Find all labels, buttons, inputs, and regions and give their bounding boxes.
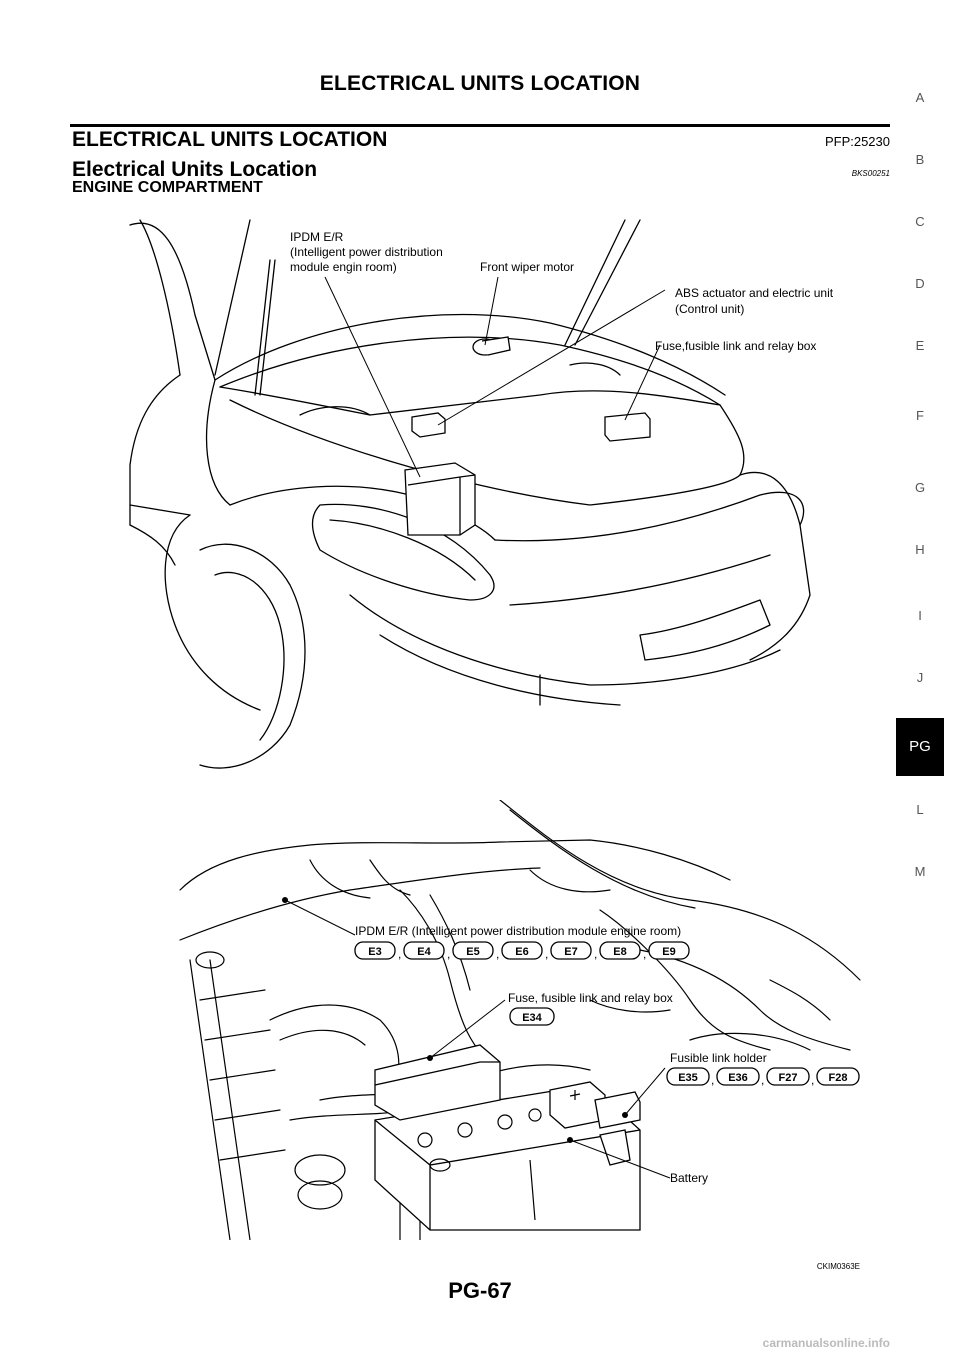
svg-text:,: ,: [447, 947, 450, 961]
svg-text:E7: E7: [564, 946, 577, 958]
svg-text:E3: E3: [368, 946, 381, 958]
svg-text:,: ,: [545, 947, 548, 961]
connector-e3: E3: [354, 941, 396, 960]
connector-e35: E35: [666, 1067, 710, 1086]
index-tab-g[interactable]: G: [914, 480, 926, 495]
svg-text:F28: F28: [829, 1072, 848, 1084]
svg-text:,: ,: [811, 1073, 814, 1087]
svg-text:,: ,: [496, 947, 499, 961]
connector-e6: E6: [501, 941, 543, 960]
section-title: ELECTRICAL UNITS LOCATION: [72, 128, 388, 151]
bks-code: BKS00251: [851, 169, 890, 178]
svg-text:E35: E35: [678, 1072, 698, 1084]
label-front-wiper-motor: Front wiper motor: [480, 260, 574, 274]
label-battery: Battery: [670, 1171, 708, 1185]
label-fusible-link-holder: Fusible link holder: [670, 1051, 767, 1065]
figure-code: CKIM0363E: [816, 1262, 860, 1271]
index-tab-d[interactable]: D: [915, 276, 925, 291]
connector-e36: E36: [716, 1067, 760, 1086]
label-fuse-fusible-link-relay-box: Fuse, fusible link and relay box: [508, 991, 673, 1005]
label-ipdm-line1: IPDM E/R: [290, 230, 344, 244]
svg-text:,: ,: [594, 947, 597, 961]
index-tab-m[interactable]: M: [914, 864, 926, 879]
index-tab-c[interactable]: C: [915, 214, 925, 229]
header-rule: [70, 124, 890, 127]
svg-text:,: ,: [711, 1073, 714, 1087]
index-tab-j[interactable]: J: [916, 670, 924, 685]
pfp-code: PFP:25230: [824, 134, 890, 149]
connector-e5: E5: [452, 941, 494, 960]
svg-text:E6: E6: [515, 946, 528, 958]
svg-text:E9: E9: [662, 946, 675, 958]
index-tab-f[interactable]: F: [916, 408, 924, 423]
label-fuse-relay-box: Fuse,fusible link and relay box: [655, 339, 816, 353]
subsection-title: Electrical Units Location: [72, 158, 318, 181]
svg-text:,: ,: [643, 947, 646, 961]
connector-e34: E34: [509, 1007, 555, 1026]
svg-text:E4: E4: [417, 946, 431, 958]
page-number: PG-67: [448, 1278, 512, 1303]
svg-text:E5: E5: [466, 946, 479, 958]
index-tab-h[interactable]: H: [915, 542, 925, 557]
label-abs-line2: (Control unit): [675, 302, 744, 316]
svg-text:E34: E34: [522, 1012, 542, 1024]
index-tab-l[interactable]: L: [916, 802, 924, 817]
label-ipdm-line2: (Intelligent power distribution: [290, 245, 443, 259]
index-tab-e[interactable]: E: [915, 338, 925, 353]
connector-f28: F28: [816, 1067, 860, 1086]
running-header: ELECTRICAL UNITS LOCATION: [319, 72, 641, 95]
connector-e9: E9: [648, 941, 690, 960]
car-front-illustration: IPDM E/R (Intelligent power distribution…: [129, 219, 834, 769]
index-tab-i[interactable]: I: [918, 608, 922, 623]
index-tab-a[interactable]: A: [915, 90, 925, 105]
engine-bay-illustration: IPDM E/R (Intelligent power distribution…: [179, 800, 861, 1240]
compartment-label: ENGINE COMPARTMENT: [72, 179, 263, 196]
connector-e8: E8: [599, 941, 641, 960]
svg-text:E8: E8: [613, 946, 626, 958]
svg-text:,: ,: [398, 947, 401, 961]
index-tab-pg[interactable]: PG: [896, 718, 944, 776]
index-tab-b[interactable]: B: [915, 152, 925, 167]
watermark: carmanualsonline.info: [762, 1336, 890, 1350]
label-ipdm-line3: module engin room): [290, 260, 397, 274]
label-ipdm-er-engine-room: IPDM E/R (Intelligent power distribution…: [355, 924, 681, 938]
connector-e4: E4: [403, 941, 445, 960]
svg-text:E36: E36: [728, 1072, 748, 1084]
connector-f27: F27: [766, 1067, 810, 1086]
connector-e7: E7: [550, 941, 592, 960]
svg-text:,: ,: [761, 1073, 764, 1087]
label-abs-line1: ABS actuator and electric unit: [675, 286, 834, 300]
svg-text:F27: F27: [779, 1072, 798, 1084]
